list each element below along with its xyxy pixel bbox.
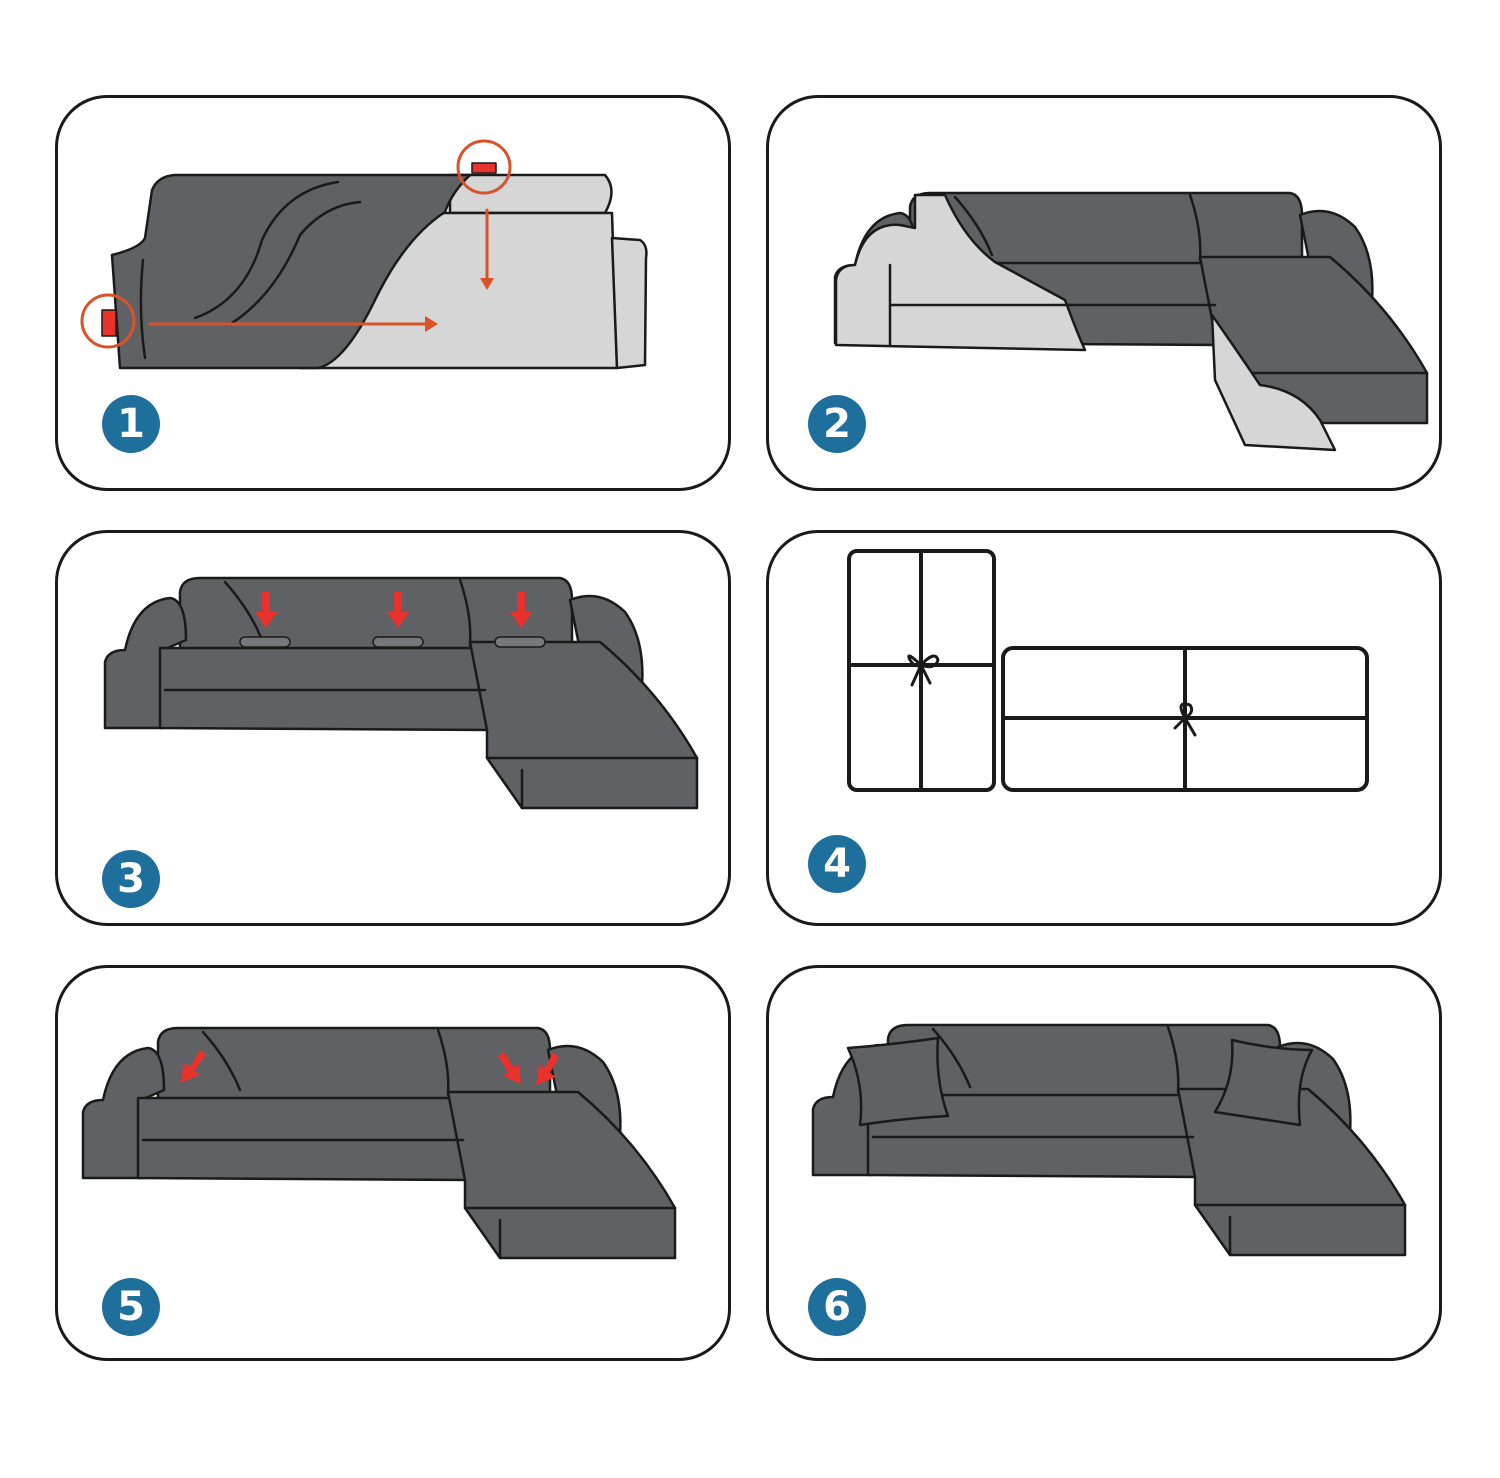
step-1-illustration [80,139,648,370]
tuck-strip [101,309,117,337]
step-3-illustration [103,576,699,810]
pillow [1213,1038,1314,1127]
foam-stick [372,636,424,648]
tuck-strip [471,162,497,174]
step-5-illustration [81,1026,677,1260]
highlight-circle [456,139,512,195]
uncovered-chaise [1210,313,1337,452]
arrow-down-red [387,592,409,628]
uncovered-sofa [834,193,1087,352]
step-number-badge: 5 [102,1278,160,1336]
step-6-illustration [811,1023,1407,1257]
arrow-diagonal-red [536,1052,559,1085]
slipcover [110,173,472,370]
step-4-illustration [847,549,1369,792]
step-number-badge: 6 [808,1278,866,1336]
sofa-right-arm [610,236,648,370]
step-number-badge: 1 [102,395,160,453]
arrow-diagonal-red [498,1052,521,1084]
pillow [846,1036,950,1127]
arrow-down-red [255,592,277,628]
highlight-circle [80,293,136,349]
arrow-down-red [510,592,532,628]
step-number-badge: 4 [808,835,866,893]
sofa-back-cushion [448,173,613,215]
bow-icon [1173,702,1197,737]
arrow-diagonal-red [180,1050,206,1083]
bow-icon [907,654,940,687]
step-number-badge: 3 [102,850,160,908]
foam-stick [494,636,546,648]
foam-stick [239,636,291,648]
step-number-badge: 2 [808,395,866,453]
step-2-illustration [833,191,1429,452]
